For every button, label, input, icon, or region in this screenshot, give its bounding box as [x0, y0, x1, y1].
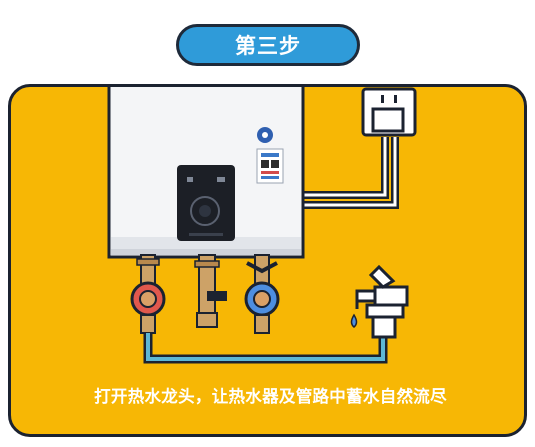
- water-heater-icon: [107, 87, 305, 259]
- valve-icon: [130, 254, 280, 334]
- power-outlet-icon: [361, 87, 417, 137]
- water-drop-icon: [350, 313, 358, 328]
- faucet-icon: [355, 264, 409, 339]
- instruction-panel: 打开热水龙头，让热水器及管路中蓄水自然流尽: [8, 84, 527, 437]
- water-pipe: [143, 333, 388, 364]
- power-cable: [301, 137, 399, 209]
- step-badge: 第三步: [176, 24, 360, 66]
- instruction-caption: 打开热水龙头，让热水器及管路中蓄水自然流尽: [94, 387, 447, 406]
- step-label: 第三步: [235, 34, 301, 58]
- illustration: [107, 87, 417, 364]
